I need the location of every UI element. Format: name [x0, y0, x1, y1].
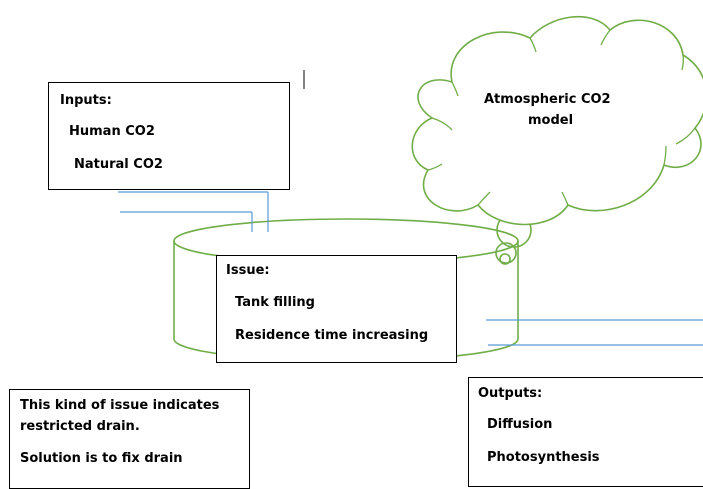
outputs-title: Outputs:	[478, 386, 543, 401]
inputs-item-human-co2: Human CO2	[69, 124, 155, 139]
note-line1: This kind of issue indicates	[20, 398, 220, 413]
issue-item-residence-time: Residence time increasing	[235, 328, 429, 343]
outputs-box: Outputs: Diffusion Photosynthesis	[468, 377, 703, 487]
cloud-label-line1: Atmospheric CO2	[484, 92, 611, 107]
issue-item-tank-filling: Tank filling	[235, 295, 315, 310]
cloud-inner-arcs	[427, 29, 696, 206]
issue-box: Issue: Tank filling Residence time incre…	[216, 255, 457, 363]
inputs-box: Inputs: Human CO2 Natural CO2	[48, 82, 290, 190]
outputs-item-diffusion: Diffusion	[487, 417, 553, 432]
issue-title: Issue:	[226, 263, 270, 278]
inputs-title: Inputs:	[60, 93, 112, 108]
outputs-item-photosynthesis: Photosynthesis	[487, 450, 600, 465]
inputs-item-natural-co2: Natural CO2	[74, 157, 163, 172]
flow-lines	[118, 191, 703, 346]
note-line3: Solution is to fix drain	[20, 451, 183, 466]
note-box: This kind of issue indicates restricted …	[9, 389, 250, 489]
note-line2: restricted drain.	[20, 419, 140, 434]
cloud-label-line2: model	[528, 113, 574, 128]
